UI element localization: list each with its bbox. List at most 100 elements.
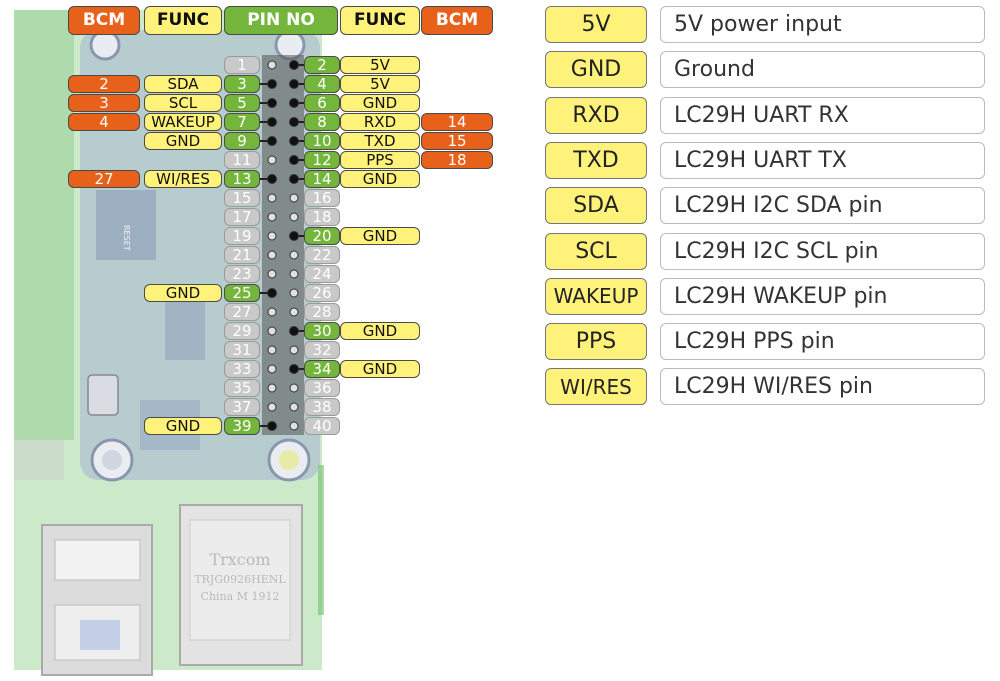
header-cell: PIN NO [224, 6, 338, 35]
header-pin [267, 269, 277, 279]
pin-number-even: 34 [304, 360, 340, 378]
bcm-left: 3 [68, 94, 140, 112]
header-pin [289, 250, 299, 260]
legend-description: Ground [660, 51, 985, 89]
header-pin [289, 155, 299, 165]
bcm-left: 2 [68, 75, 140, 93]
pin-number-odd: 23 [224, 265, 260, 283]
ethernet-origin: China M 1912 [201, 590, 280, 603]
hat-board [80, 30, 320, 480]
pin-number-odd: 31 [224, 341, 260, 359]
legend-key: PPS [545, 323, 647, 361]
ethernet-model: TRJG0926HENL [194, 573, 286, 586]
pin-number-even: 6 [304, 94, 340, 112]
header-pin [267, 193, 277, 203]
pin-number-odd: 17 [224, 208, 260, 226]
header-pin [289, 383, 299, 393]
pin-number-even: 14 [304, 170, 340, 188]
pin-number-odd: 1 [224, 56, 260, 74]
header-pin [267, 250, 277, 260]
header-pin [267, 79, 277, 89]
bcm-left: 27 [68, 170, 140, 188]
header-pin [267, 136, 277, 146]
header-pin [289, 117, 299, 127]
header-cell: FUNC [144, 6, 222, 35]
legend-key: SDA [545, 187, 647, 225]
header-pin [289, 326, 299, 336]
header-pin [289, 345, 299, 355]
func-left: SDA [144, 75, 222, 93]
bcm-left: 4 [68, 113, 140, 131]
legend-key: 5V [545, 6, 647, 43]
func-left: GND [144, 417, 222, 435]
header-pin [289, 212, 299, 222]
header-pin [267, 231, 277, 241]
pin-number-odd: 3 [224, 75, 260, 93]
header-pin [267, 326, 277, 336]
legend-description: LC29H UART RX [660, 96, 985, 134]
pin-number-even: 28 [304, 303, 340, 321]
legend-key: SCL [545, 232, 647, 270]
func-right: GND [340, 94, 420, 112]
legend-description: LC29H I2C SDA pin [660, 187, 985, 225]
header-pin [289, 174, 299, 184]
pin-number-odd: 39 [224, 417, 260, 435]
header-pin [267, 383, 277, 393]
pin-number-odd: 7 [224, 113, 260, 131]
ethernet-brand: Trxcom [209, 550, 270, 569]
pin-number-odd: 21 [224, 246, 260, 264]
gpio-header [262, 55, 304, 435]
pin-number-odd: 35 [224, 379, 260, 397]
pin-number-odd: 25 [224, 284, 260, 302]
func-left: GND [144, 132, 222, 150]
legend-description: 5V power input [660, 6, 985, 43]
pin-number-even: 18 [304, 208, 340, 226]
legend-key: GND [545, 51, 647, 89]
header-pin [267, 60, 277, 70]
pin-number-even: 8 [304, 113, 340, 131]
pin-number-odd: 15 [224, 189, 260, 207]
header-pin [289, 269, 299, 279]
legend-description: LC29H WI/RES pin [660, 368, 985, 406]
legend-row: GND Ground [545, 51, 985, 89]
pin-number-even: 4 [304, 75, 340, 93]
bcm-right: 14 [421, 113, 493, 131]
bcm-right: 15 [421, 132, 493, 150]
func-right: RXD [340, 113, 420, 131]
func-right: 5V [340, 75, 420, 93]
legend-row: PPS LC29H PPS pin [545, 323, 985, 361]
header-pin [267, 364, 277, 374]
func-right: 5V [340, 56, 420, 74]
header-cell: BCM [421, 6, 493, 35]
header-pin [289, 79, 299, 89]
header-pin [289, 231, 299, 241]
header-cell: BCM [68, 6, 140, 35]
pin-number-even: 12 [304, 151, 340, 169]
header-pin [289, 98, 299, 108]
func-left: WAKEUP [144, 113, 222, 131]
header-pin [267, 345, 277, 355]
func-left: GND [144, 284, 222, 302]
legend-description: LC29H WAKEUP pin [660, 277, 985, 315]
pin-number-even: 2 [304, 56, 340, 74]
pin-number-odd: 37 [224, 398, 260, 416]
pin-number-even: 32 [304, 341, 340, 359]
header-pin [267, 212, 277, 222]
legend-row: SDA LC29H I2C SDA pin [545, 187, 985, 225]
header-pin [267, 421, 277, 431]
pin-number-odd: 19 [224, 227, 260, 245]
pin-number-odd: 5 [224, 94, 260, 112]
pin-number-even: 40 [304, 417, 340, 435]
header-pin [289, 60, 299, 70]
pin-number-even: 10 [304, 132, 340, 150]
func-right: GND [340, 227, 420, 245]
header-pin [267, 117, 277, 127]
header-pin [289, 421, 299, 431]
header-pin [267, 307, 277, 317]
legend-description: LC29H PPS pin [660, 323, 985, 361]
header-pin [267, 402, 277, 412]
bcm-right: 18 [421, 151, 493, 169]
